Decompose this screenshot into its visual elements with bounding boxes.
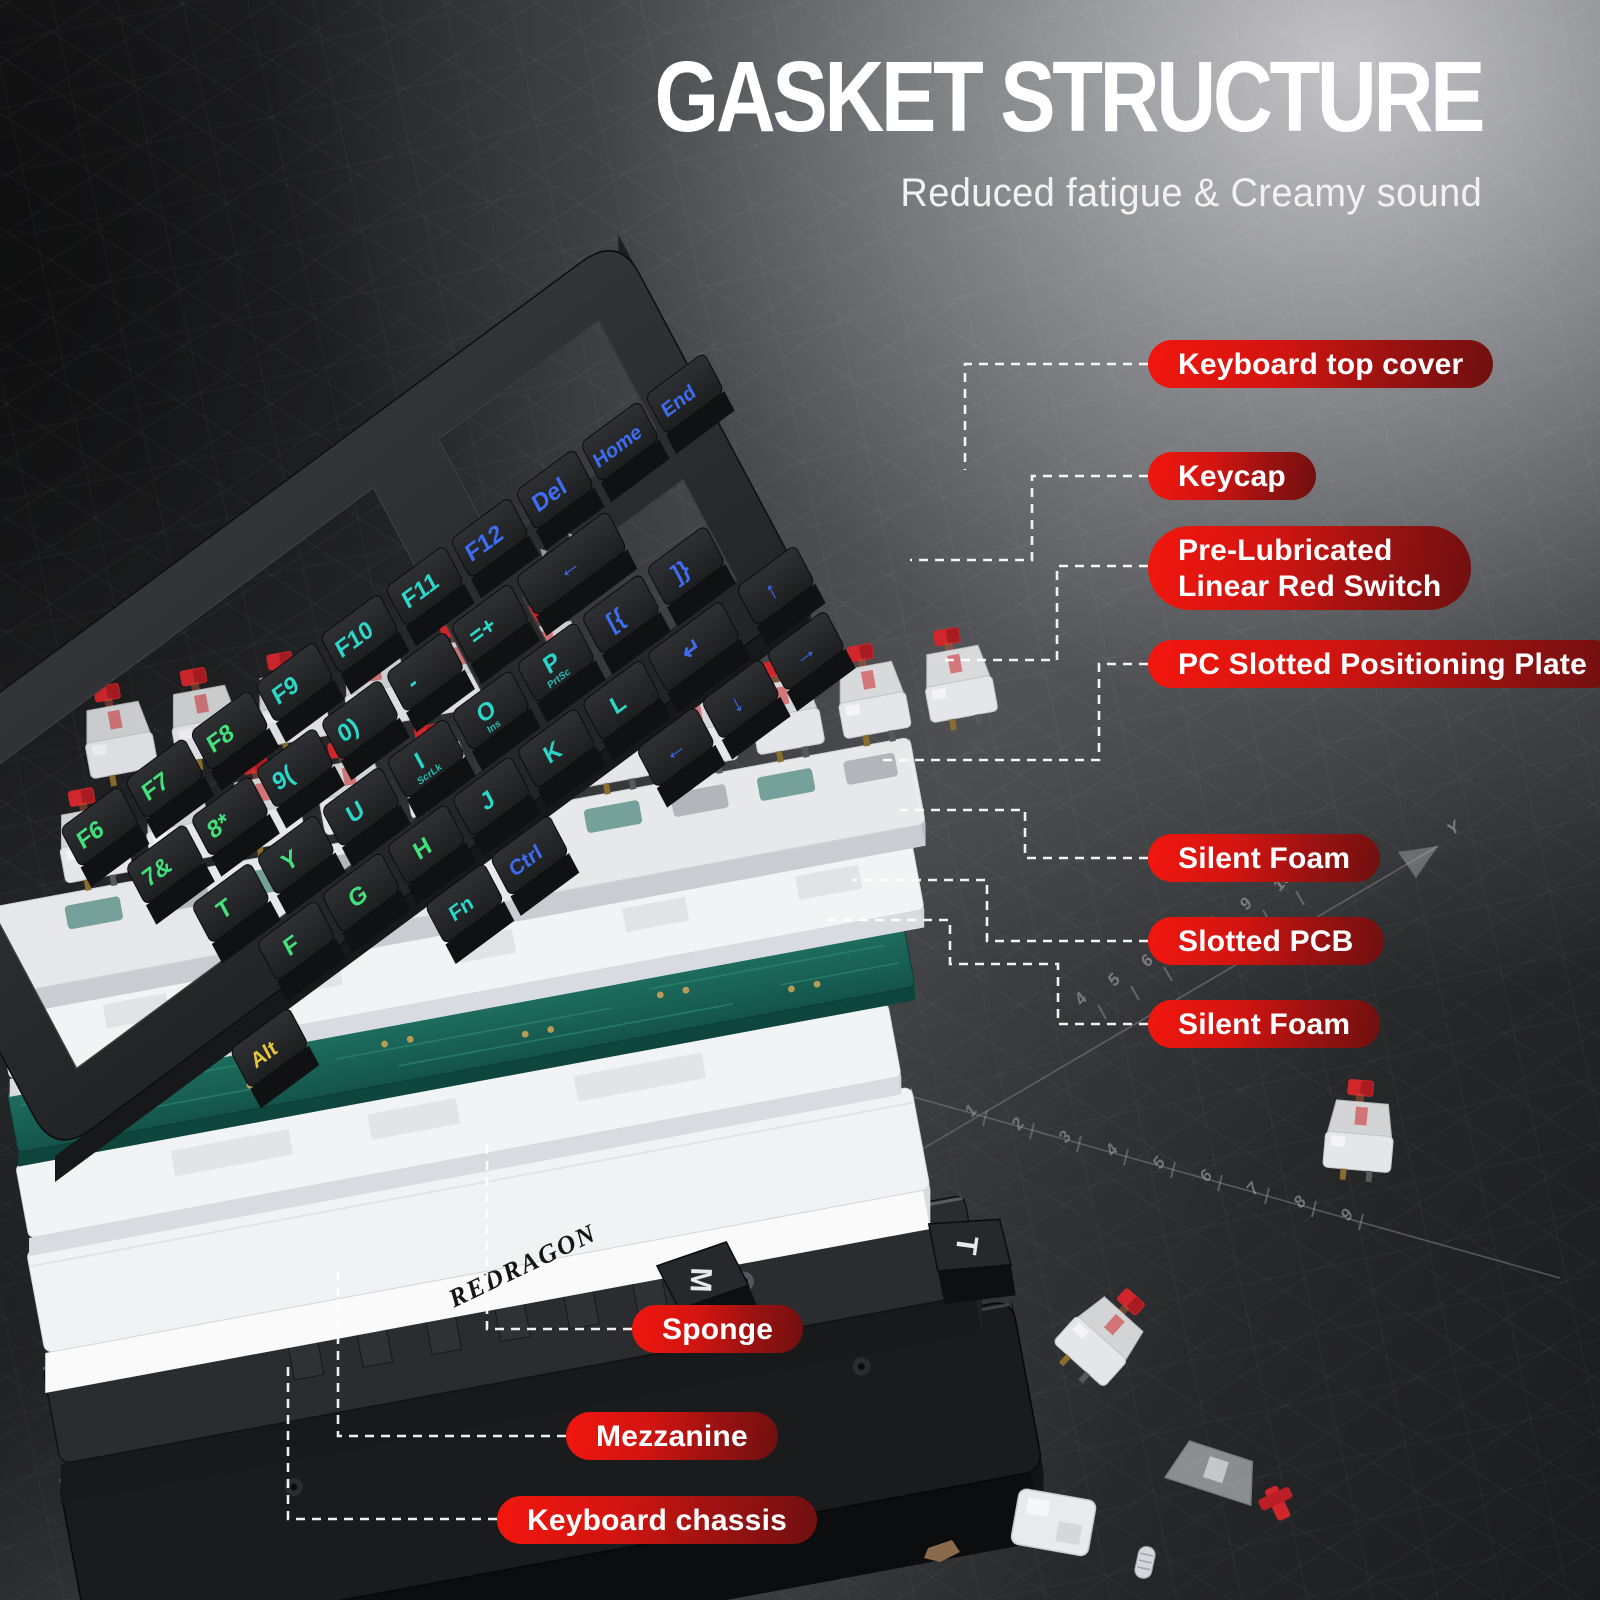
keycap-f6: F6 <box>61 787 150 888</box>
callout-label: Keyboard chassis <box>527 1503 787 1537</box>
keycap-del: Del <box>517 451 605 551</box>
callout-label-line1: Pre-Lubricated <box>1178 533 1393 567</box>
page-subtitle: Reduced fatigue & Creamy sound <box>900 171 1482 215</box>
keycap-y: Y <box>258 816 346 916</box>
svg-text:8: 8 <box>1290 1192 1311 1212</box>
loose-keycap-t-legend: T <box>949 1234 984 1257</box>
callout-silent-foam-1: Silent Foam <box>1148 834 1381 882</box>
callout-label: Sponge <box>662 1312 774 1346</box>
callout-label: Slotted PCB <box>1178 924 1354 958</box>
svg-text:9: 9 <box>1236 894 1257 914</box>
keycap-arrow-right: → <box>768 612 856 712</box>
callout-label: Keycap <box>1178 459 1286 493</box>
keycap-arrow-down: ↓ <box>703 660 791 760</box>
loose-switch-top-housing <box>1163 1440 1254 1507</box>
keycap-f11: F11 <box>387 547 475 647</box>
loose-keycap-m-legend: M <box>684 1267 718 1293</box>
keycap-t: T <box>193 864 281 964</box>
callout-mezzanine: Mezzanine <box>566 1412 778 1460</box>
callout-keycap: Keycap <box>1148 452 1316 500</box>
loose-switch-bottom-housing <box>1010 1488 1097 1557</box>
callout-connectors <box>286 362 1148 1521</box>
loose-spring <box>1134 1545 1156 1579</box>
y-axis-label: Y <box>1443 816 1465 839</box>
upper-stack: ▴ ▴ ▴ F6 F7 F8 F9 F10 F11 F12 Del Home E… <box>0 234 856 1182</box>
keycap-f: F <box>258 901 347 1002</box>
keycap-alt: Alt <box>231 1009 320 1109</box>
callout-silent-foam-2: Silent Foam <box>1148 1000 1381 1048</box>
keycap-minus: - <box>387 633 475 733</box>
callout-positioning-plate: PC Slotted Positioning Plate <box>1148 640 1600 688</box>
callout-label: Mezzanine <box>596 1419 748 1453</box>
connector-silent-foam-1 <box>900 808 1148 860</box>
callout-keyboard-top-cover: Keyboard top cover <box>1148 340 1494 388</box>
keycap-l: L <box>583 661 672 761</box>
svg-text:9: 9 <box>1337 1205 1358 1225</box>
keycap-9: 9( <box>257 729 345 829</box>
keycap-f8: F8 <box>191 691 280 791</box>
keycap-lbracket: [{ <box>583 575 671 675</box>
keycap-arrow-up: ↑ <box>738 547 826 647</box>
keycap-u: U <box>323 767 411 868</box>
callout-label: PC Slotted Positioning Plate <box>1178 647 1587 681</box>
callout-label: Keyboard top cover <box>1178 347 1464 381</box>
callout-keyboard-chassis: Keyboard chassis <box>497 1496 817 1544</box>
keycap-0: 0) <box>322 681 410 781</box>
keycap-f10: F10 <box>321 595 410 695</box>
y-axis-arrowhead <box>1398 846 1438 878</box>
keycap-j: J <box>453 757 542 857</box>
callout-label: Silent Foam <box>1178 841 1351 875</box>
connector-silent-foam-2 <box>824 918 1148 1026</box>
keycap-7: 7& <box>127 825 215 925</box>
connector-top-cover <box>963 362 1148 470</box>
callout-red-switch: Pre-Lubricated Linear Red Switch <box>1148 526 1472 610</box>
connector-mezzanine <box>336 1263 566 1438</box>
loose-switch-red-stem <box>1258 1485 1293 1521</box>
keycap-h: H <box>388 805 477 905</box>
keycap-backspace: ← <box>517 512 638 637</box>
keycap-equals: =+ <box>452 584 540 685</box>
connector-slotted-pcb <box>852 878 1148 943</box>
connector-keycap <box>910 474 1148 562</box>
keycap-home: Home <box>582 402 670 503</box>
callout-label: Silent Foam <box>1178 1007 1351 1041</box>
callout-sponge: Sponge <box>632 1305 804 1353</box>
loose-copper-contact <box>924 1540 960 1562</box>
header: GASKET STRUCTURE Reduced fatigue & Cream… <box>485 40 1485 216</box>
keycap-8: 8* <box>192 777 280 877</box>
callout-label-line2: Linear Red Switch <box>1178 569 1442 603</box>
keycap-end: End <box>647 354 735 454</box>
loose-keycap-t: T <box>927 1218 1016 1305</box>
keycap-g: G <box>323 853 412 954</box>
connector-sponge <box>485 1140 632 1331</box>
keycap-enter: ↵ <box>648 602 751 713</box>
keycap-k: K <box>518 709 607 809</box>
loose-switch-assembled <box>1321 1076 1399 1185</box>
callout-slotted-pcb: Slotted PCB <box>1148 917 1384 965</box>
keycap-ctrl: Ctrl <box>491 816 580 916</box>
keycap-arrow-left: ← <box>638 708 726 808</box>
keycap-fn: Fn <box>426 864 515 964</box>
keycap-f7: F7 <box>126 739 215 839</box>
keycap-rbracket: ]} <box>648 527 736 627</box>
page-title: GASKET STRUCTURE <box>654 41 1485 153</box>
keycap-f9: F9 <box>256 643 345 743</box>
connector-chassis <box>286 1367 497 1521</box>
keycap-f12: F12 <box>452 499 540 599</box>
layer-keycaps: F6 F7 F8 F9 F10 F11 F12 Del Home End 7& … <box>61 354 856 1109</box>
connector-switch <box>940 564 1148 662</box>
connector-plate <box>880 662 1148 762</box>
